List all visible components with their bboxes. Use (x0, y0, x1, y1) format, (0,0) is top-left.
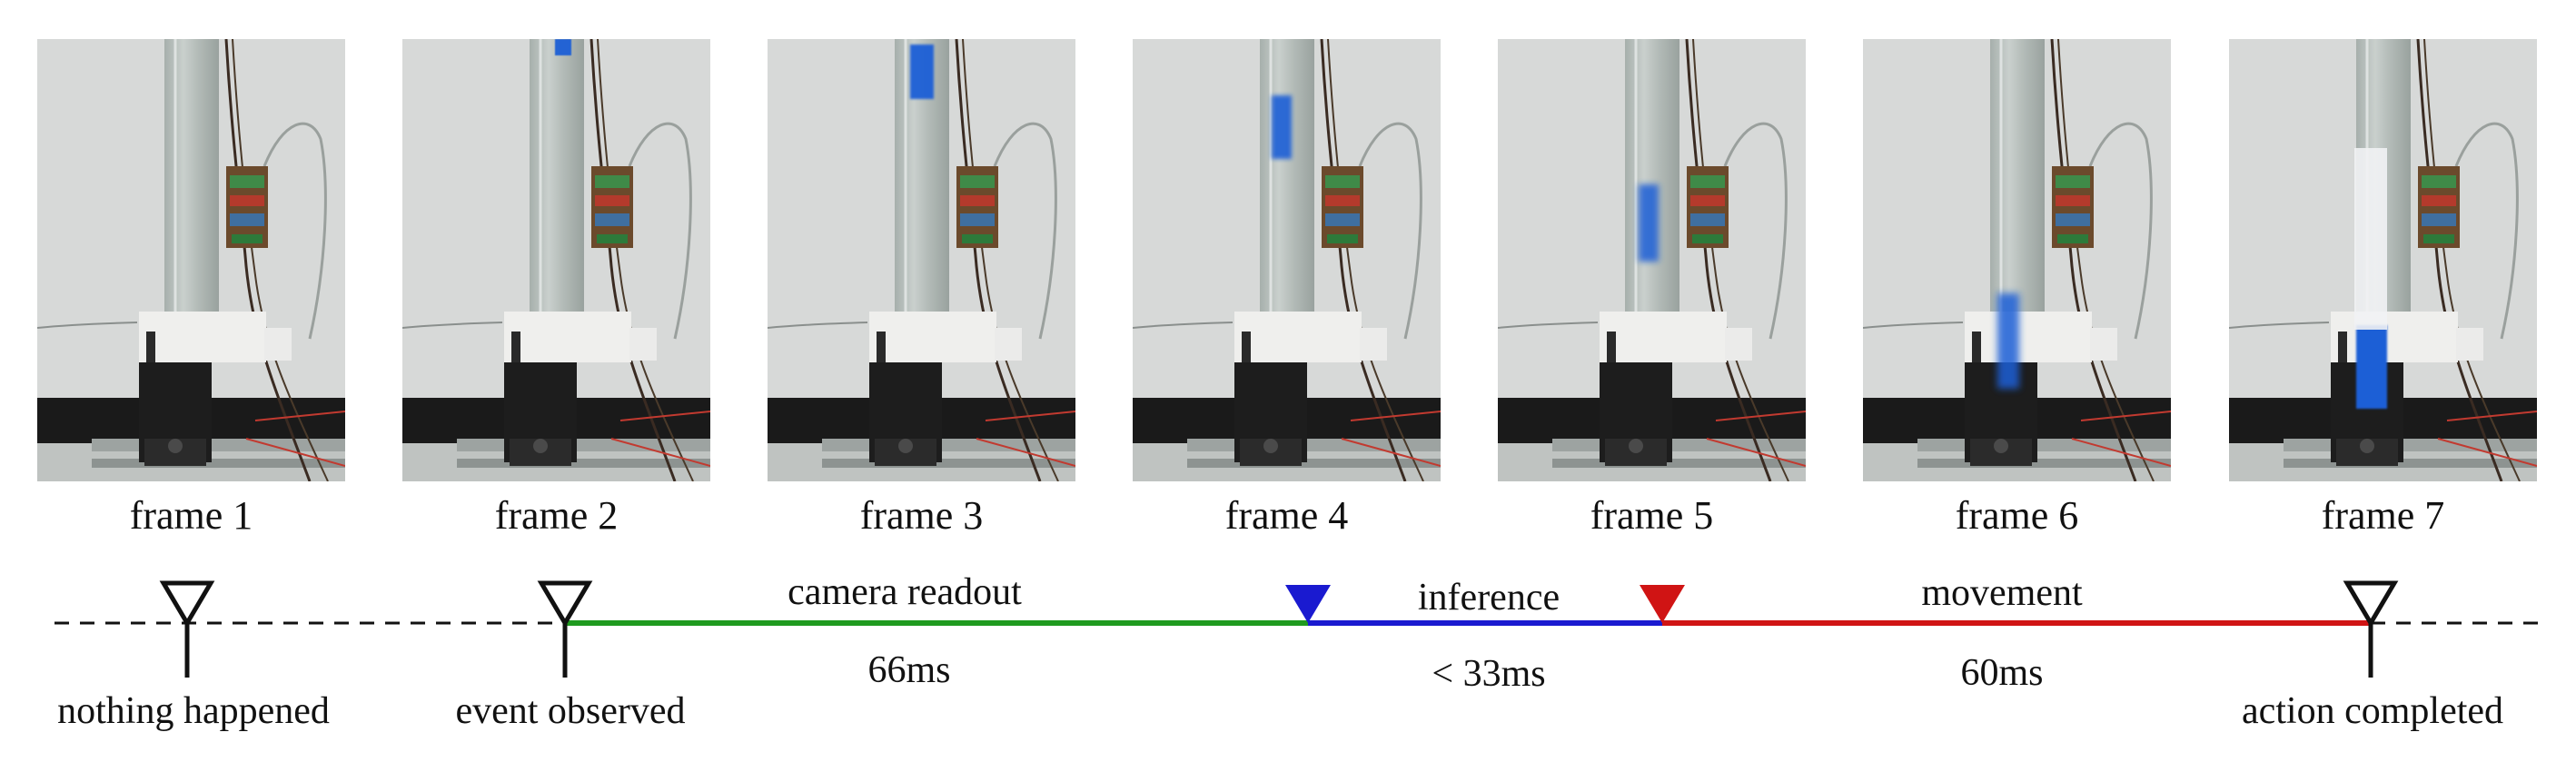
frame-photo-4 (1133, 39, 1441, 481)
segment-duration-movement: 60ms (1960, 652, 2044, 694)
event-marker-action-completed (2343, 580, 2399, 678)
segment-duration-camera-readout: 66ms (867, 649, 951, 691)
falling-object (1272, 95, 1292, 159)
falling-object (1997, 293, 2019, 389)
frame-photo-1 (37, 39, 345, 481)
event-label-nothing-happened: nothing happened (57, 690, 330, 732)
photo-frame-6 (1863, 39, 2171, 481)
photo-frame-4 (1133, 39, 1441, 481)
segment-label-camera-readout: camera readout (788, 571, 1022, 613)
frame-photo-2 (402, 39, 710, 481)
segment-duration-inference: < 33ms (1432, 653, 1546, 695)
photo-frame-1 (37, 39, 345, 481)
frame-photo-5 (1498, 39, 1806, 481)
event-label-action-completed: action completed (2241, 690, 2504, 732)
falling-object (1639, 184, 1659, 262)
event-label-event-observed: event observed (455, 690, 686, 732)
photo-frame-3 (768, 39, 1075, 481)
frame-label-4: frame 4 (1224, 493, 1349, 538)
segment-label-inference: inference (1417, 577, 1560, 619)
falling-object (910, 45, 934, 99)
frame-label-1: frame 1 (129, 493, 253, 538)
falling-object (555, 39, 571, 55)
event-marker-event-observed (537, 580, 593, 678)
event-marker-nothing-happened (159, 580, 215, 678)
frame-label-7: frame 7 (2321, 493, 2445, 538)
marker-inference-done (1640, 585, 1685, 623)
frame-photo-6 (1863, 39, 2171, 481)
frame-label-5: frame 5 (1590, 493, 1714, 538)
photo-frame-2 (402, 39, 710, 481)
frame-photo-3 (768, 39, 1075, 481)
frame-label-3: frame 3 (859, 493, 984, 538)
marker-readout-done (1285, 585, 1331, 623)
photo-frame-7 (2229, 39, 2537, 481)
frame-label-2: frame 2 (494, 493, 619, 538)
frame-photo-7 (2229, 39, 2537, 481)
segment-label-movement: movement (1921, 572, 2083, 614)
frame-label-6: frame 6 (1955, 493, 2079, 538)
falling-object (2356, 325, 2387, 409)
timeline (54, 580, 2543, 678)
photo-frame-5 (1498, 39, 1806, 481)
